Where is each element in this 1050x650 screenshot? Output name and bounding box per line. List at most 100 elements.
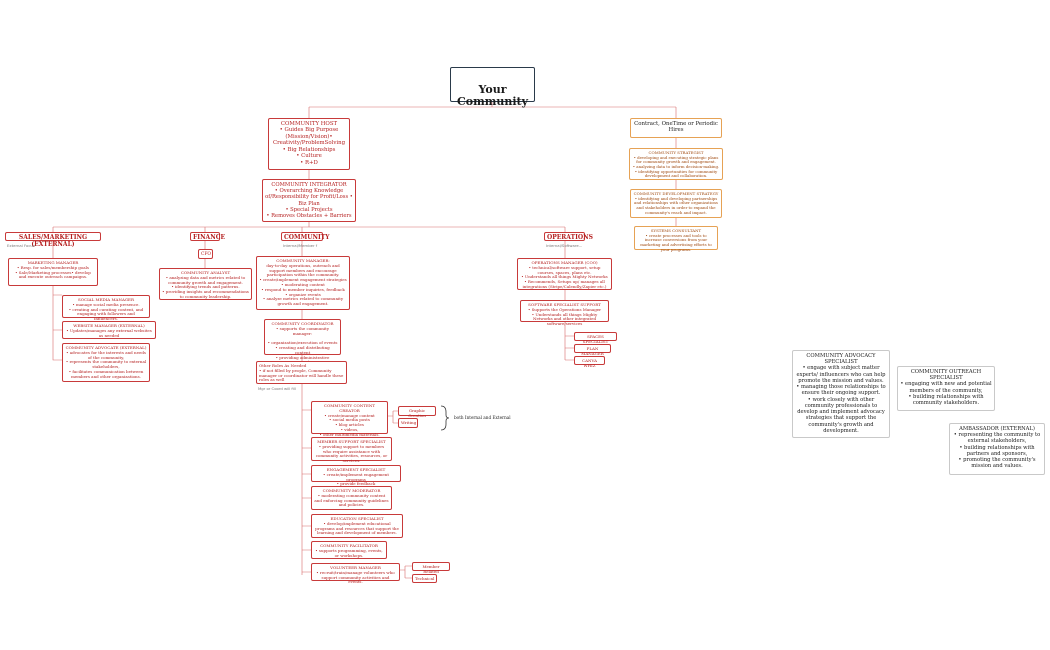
sales-header-label: SALES/MARKETING (EXTERNAL)	[18, 234, 88, 249]
finance-header[interactable]: FINANCE	[190, 232, 225, 241]
software-specialist-text: • Supports the Operations Manager • Unde…	[527, 306, 602, 327]
root-node[interactable]: Your Community	[450, 67, 535, 108]
both-internal-external-note: both Internal and External	[454, 415, 511, 420]
advocacy-text: • engage with subject matter experts/ in…	[796, 365, 886, 434]
member-related-label: Member Related	[422, 564, 440, 574]
technical-label: Technical	[415, 576, 435, 581]
community-facilitator-node[interactable]: COMMUNITY FACILITATOR • supports program…	[311, 541, 387, 559]
community-development-node[interactable]: COMMUNITY DEVELOPMENT STRATEGY • identif…	[630, 189, 722, 218]
member-support-text: • providing support to members who requi…	[315, 443, 388, 464]
education-title: EDUCATION SPECIALIST	[330, 516, 384, 521]
host-text: • Guides Big Purpose (Mission/Vision)• C…	[272, 127, 346, 166]
ambassador-node[interactable]: AMBASSADOR (EXTERNAL) • representing the…	[949, 423, 1045, 475]
strategist-title: COMMUNITY STRATEGIST	[648, 150, 704, 155]
community-manager-node[interactable]: COMMUNITY MANAGER: day-to-day operations…	[256, 256, 350, 310]
operations-sub-label: Internal/Software...	[546, 243, 583, 248]
community-advocate-node[interactable]: COMMUNITY ADVOCATE (EXTERNAL) • advocate…	[62, 343, 150, 382]
education-specialist-node[interactable]: EDUCATION SPECIALIST • develop/implement…	[311, 514, 403, 538]
marketing-manager-title: MARKETING MANAGER	[27, 260, 79, 265]
other-roles-text: Other Roles As Needed • if not filled by…	[259, 363, 344, 383]
operations-header-label: OPERATIONS	[547, 234, 593, 241]
social-media-text: • manage social media presence. • creati…	[68, 301, 144, 322]
community-integrator-node[interactable]: COMMUNITY INTEGRATOR • Overarching Knowl…	[262, 179, 356, 222]
other-roles-node[interactable]: Other Roles As Needed • if not filled by…	[256, 361, 347, 384]
ambassador-title: AMBASSADOR (EXTERNAL)	[959, 426, 1035, 432]
systems-consultant-node[interactable]: SYSTEMS CONSULTANT • create processes an…	[634, 226, 718, 252]
community-analyst-node[interactable]: COMMUNITY ANALYST • analyzing data and m…	[159, 268, 252, 300]
community-manager-text: day-to-day operations, outreach and supp…	[259, 262, 347, 307]
volunteer-manager-node[interactable]: VOLUNTEER MANAGER • recruit/train/manage…	[311, 563, 400, 584]
operations-manager-node[interactable]: OPERATIONS MANAGER (COO) • technical/sof…	[517, 258, 612, 290]
development-title: COMMUNITY DEVELOPMENT STRATEGY	[633, 191, 719, 196]
host-title: COMMUNITY HOST	[280, 121, 338, 127]
analyst-title: COMMUNITY ANALYST	[180, 270, 231, 275]
operations-header[interactable]: OPERATIONS	[544, 232, 593, 241]
social-media-manager-node[interactable]: SOCIAL MEDIA MANAGER • manage social med…	[62, 295, 150, 321]
canva-whiz-node[interactable]: CANVA WHIZ	[574, 356, 605, 368]
volunteer-text: • recruit/train/manage volunteers who su…	[316, 569, 395, 585]
writing-label: Writing	[401, 420, 417, 425]
engagement-title: ENGAGEMENT SPECIALIST	[326, 467, 386, 472]
cfo-node[interactable]: CFO	[198, 249, 213, 259]
analyst-text: • analyzing data and metrics related to …	[162, 274, 249, 299]
graphic-creation-node[interactable]: Graphic Creation	[398, 406, 436, 418]
marketing-manager-text: • Resp. for sales/membership goals • Sal…	[15, 264, 91, 280]
ambassador-text: • representing the community to external…	[953, 432, 1041, 470]
outreach-text: • engaging with new and potential member…	[900, 381, 992, 407]
systems-title: SYSTEMS CONSULTANT	[650, 228, 702, 233]
marketing-manager-node[interactable]: MARKETING MANAGER • Resp. for sales/memb…	[8, 258, 98, 286]
writing-node[interactable]: Writing	[398, 418, 418, 428]
education-text: • develop/implement educational programs…	[315, 520, 399, 536]
software-specialist-title: SOFTWARE SPECIALIST SUPPORT	[528, 302, 601, 307]
member-support-title: MEMBER SUPPORT SPECIALIST	[317, 439, 386, 444]
contract-hires-node[interactable]: Contract, OneTime or Periodic Hires	[630, 118, 722, 138]
website-title: WEBSITE MANAGER (EXTERNAL)	[73, 323, 145, 328]
advocate-title: COMMUNITY ADVOCATE (EXTERNAL)	[65, 345, 147, 350]
sales-marketing-header[interactable]: SALES/MARKETING (EXTERNAL)	[5, 232, 101, 248]
spaces-label: SPACES SPECIALIST	[582, 334, 609, 344]
community-manager-title: COMMUNITY MANAGER:	[276, 258, 330, 263]
community-moderator-node[interactable]: COMMUNITY MODERATOR • moderating communi…	[311, 486, 392, 510]
advocate-text: • advocates for the interests and needs …	[65, 349, 147, 379]
ops-manager-text: • technical/software support, setup cour…	[521, 264, 608, 289]
volunteer-title: VOLUNTEER MANAGER	[330, 565, 381, 570]
community-sub-label: Internal/Member f	[283, 243, 318, 248]
facilitator-text: • supports programming, events, or works…	[315, 547, 383, 558]
website-manager-node[interactable]: WEBSITE MANAGER (EXTERNAL) • Updates/man…	[62, 321, 156, 339]
engagement-specialist-node[interactable]: ENGAGEMENT SPECIALIST • create/implement…	[311, 465, 401, 486]
outreach-specialist-node[interactable]: COMMUNITY OUTREACH SPECIALIST • engaging…	[897, 366, 995, 411]
content-creator-title: COMMUNITY CONTENT CREATOR	[323, 403, 376, 413]
development-text: • identifying and developing partnership…	[634, 195, 718, 215]
sales-sub-label: External Focus	[7, 243, 35, 248]
community-host-node[interactable]: COMMUNITY HOST • Guides Big Purpose (Mis…	[268, 118, 350, 170]
community-header[interactable]: COMMUNITY	[281, 232, 330, 241]
strategist-text: • developing and executing strategic pla…	[632, 154, 720, 179]
engagement-text: • create/implement engagement programs •…	[323, 471, 389, 487]
ops-manager-title: OPERATIONS MANAGER (COO)	[531, 260, 598, 265]
integrator-text: • Overarching Knowledge of/Responsibilit…	[265, 188, 353, 220]
root-title: Your Community	[456, 82, 529, 109]
advocacy-specialist-node[interactable]: COMMUNITY ADVOCACY SPECIALIST • engage w…	[792, 350, 890, 438]
technical-node[interactable]: Technical	[412, 574, 437, 583]
software-specialist-node[interactable]: SOFTWARE SPECIALIST SUPPORT • Supports t…	[520, 300, 609, 326]
member-related-node[interactable]: Member Related	[412, 562, 450, 574]
systems-text: • create processes and tools to increase…	[640, 232, 712, 252]
outreach-title: COMMUNITY OUTREACH SPECIALIST	[910, 369, 982, 382]
spaces-specialist-node[interactable]: SPACES SPECIALIST	[574, 332, 617, 344]
community-strategist-node[interactable]: COMMUNITY STRATEGIST • developing and ex…	[629, 148, 723, 180]
content-creator-node[interactable]: COMMUNITY CONTENT CREATOR • create/manag…	[311, 401, 388, 437]
canva-label: CANVA WHIZ	[582, 358, 597, 368]
member-support-node[interactable]: MEMBER SUPPORT SPECIALIST • providing su…	[311, 437, 392, 464]
plan-manager-node[interactable]: PLAN MANAGER	[574, 344, 611, 356]
moderator-title: COMMUNITY MODERATOR	[322, 488, 381, 493]
facilitator-title: COMMUNITY FACILITATOR	[320, 543, 378, 548]
coordinator-text: • supports the community manager: • orga…	[267, 325, 338, 364]
plan-label: PLAN MANAGER	[581, 346, 604, 356]
website-text: • Updates/manages any external websites …	[66, 327, 152, 338]
graphic-creation-label: Graphic Creation	[408, 408, 426, 418]
community-coordinator-node[interactable]: COMMUNITY COORDINATOR • supports the com…	[264, 319, 341, 364]
advocacy-title: COMMUNITY ADVOCACY SPECIALIST	[806, 353, 876, 366]
coordinator-title: COMMUNITY COORDINATOR	[271, 321, 334, 326]
contract-title: Contract, OneTime or Periodic Hires	[634, 121, 718, 134]
